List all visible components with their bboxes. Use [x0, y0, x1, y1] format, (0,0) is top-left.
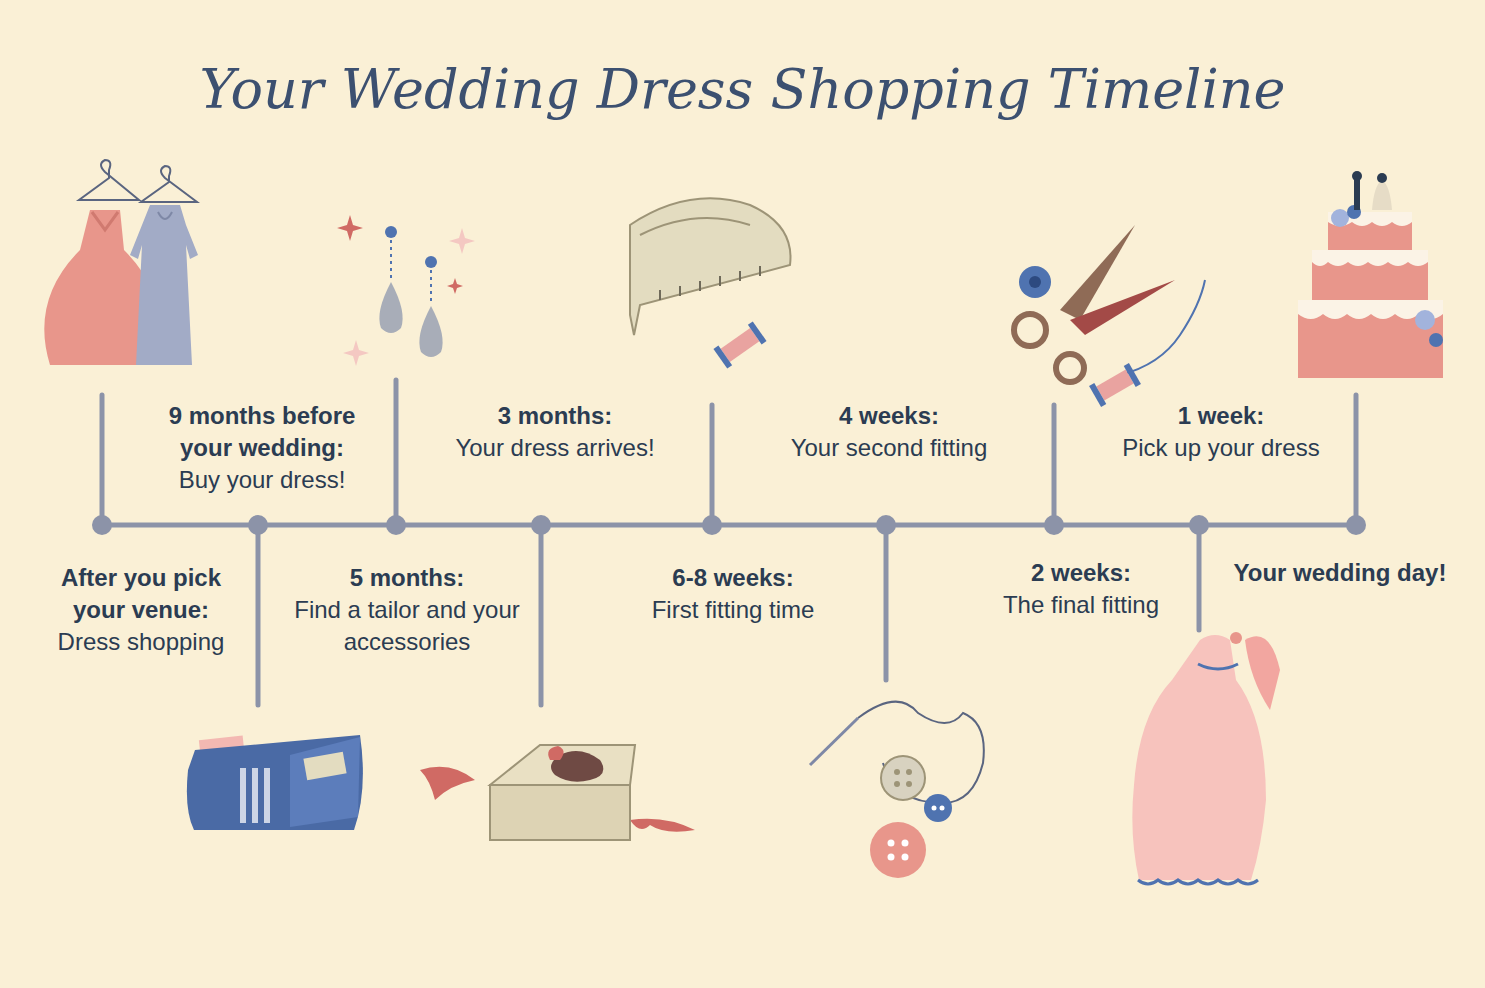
milestone-time: 9 months before your wedding:: [142, 400, 382, 464]
timeline-entry: After you pick your venue:Dress shopping: [36, 562, 246, 658]
timeline-entry: 9 months before your wedding:Buy your dr…: [142, 400, 382, 496]
milestone-task: Buy your dress!: [142, 464, 382, 496]
timeline-entry: 3 months:Your dress arrives!: [420, 400, 690, 464]
timeline-entry: 1 week:Pick up your dress: [1101, 400, 1341, 464]
milestone-task: Pick up your dress: [1101, 432, 1341, 464]
milestone-task: Your dress arrives!: [420, 432, 690, 464]
milestone-task: The final fitting: [981, 589, 1181, 621]
timeline-entry: 2 weeks:The final fitting: [981, 557, 1181, 621]
milestone-task: Dress shopping: [36, 626, 246, 658]
timeline-entry: 4 weeks:Your second fitting: [754, 400, 1024, 464]
title: Your Wedding Dress Shopping Timeline: [0, 55, 1485, 125]
timeline-entry: 6-8 weeks:First fitting time: [598, 562, 868, 626]
milestone-time: Your wedding day!: [1215, 557, 1465, 589]
milestone-time: After you pick your venue:: [36, 562, 246, 626]
timeline-entry: Your wedding day!: [1215, 557, 1465, 589]
milestone-time: 1 week:: [1101, 400, 1341, 432]
milestone-task: Find a tailor and your accessories: [292, 594, 522, 658]
milestone-time: 3 months:: [420, 400, 690, 432]
milestone-time: 6-8 weeks:: [598, 562, 868, 594]
milestone-time: 2 weeks:: [981, 557, 1181, 589]
milestone-task: First fitting time: [598, 594, 868, 626]
milestone-time: 4 weeks:: [754, 400, 1024, 432]
milestone-task: Your second fitting: [754, 432, 1024, 464]
milestone-time: 5 months:: [292, 562, 522, 594]
timeline-entry: 5 months:Find a tailor and your accessor…: [292, 562, 522, 658]
